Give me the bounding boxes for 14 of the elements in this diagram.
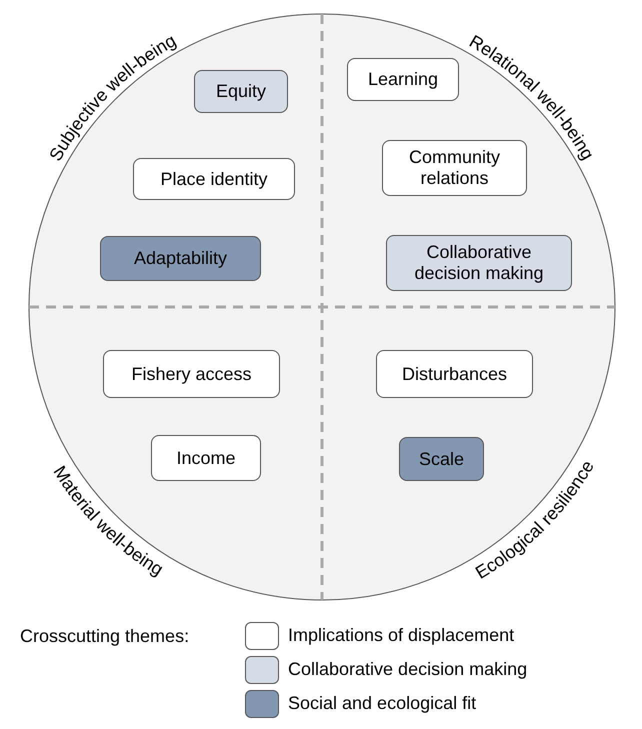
concept-box: Income xyxy=(151,435,261,481)
concept-box: Scale xyxy=(399,437,484,481)
concept-box: Fishery access xyxy=(103,350,280,398)
legend-label: Collaborative decision making xyxy=(288,659,528,680)
concept-box: Collaborative decision making xyxy=(386,235,572,291)
concept-box: Adaptability xyxy=(100,236,261,281)
concept-box: Disturbances xyxy=(376,350,533,398)
legend-title: Crosscutting themes: xyxy=(20,626,190,647)
concept-box: Equity xyxy=(194,70,288,113)
legend-label: Social and ecological fit xyxy=(288,693,476,714)
concept-box: Community relations xyxy=(382,140,527,196)
legend-label: Implications of displacement xyxy=(288,625,514,646)
concept-box: Learning xyxy=(347,58,459,101)
concept-box: Place identity xyxy=(133,158,295,200)
